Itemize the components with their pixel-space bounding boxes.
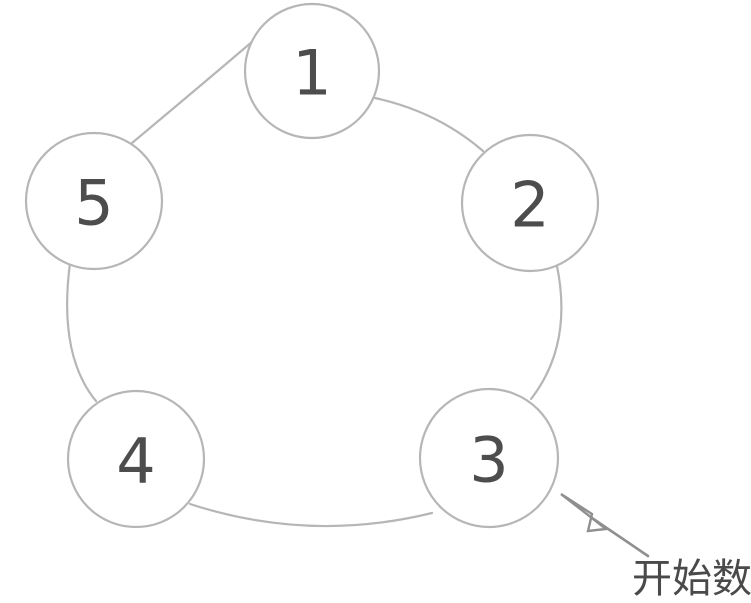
annotation-arrow-head-icon [560,492,610,533]
edge-5-to-1 [130,39,255,145]
node-3[interactable]: 3 [418,387,560,529]
node-2[interactable]: 2 [460,133,600,273]
node-2-label: 2 [510,169,549,242]
edge-3-to-4 [188,502,434,528]
node-5-label: 5 [74,167,113,240]
node-3-label: 3 [469,424,508,497]
start-count-annotation: 开始数 [560,492,751,602]
node-4[interactable]: 4 [66,389,206,529]
edge-group [66,39,563,528]
node-4-label: 4 [116,425,155,498]
edge-4-to-5 [66,261,98,403]
edge-2-to-3 [529,264,563,401]
node-4-circle[interactable] [66,389,206,529]
node-2-circle[interactable] [460,133,600,273]
edge-1-to-2 [373,96,485,153]
annotation-label: 开始数 [632,556,751,602]
node-3-circle[interactable] [418,387,560,529]
node-1-label: 1 [292,37,331,110]
node-group: 1 2 3 4 5 [24,2,600,529]
node-1-circle[interactable] [243,2,381,140]
node-1[interactable]: 1 [243,2,381,140]
node-5-circle[interactable] [24,131,164,271]
node-5[interactable]: 5 [24,131,164,271]
